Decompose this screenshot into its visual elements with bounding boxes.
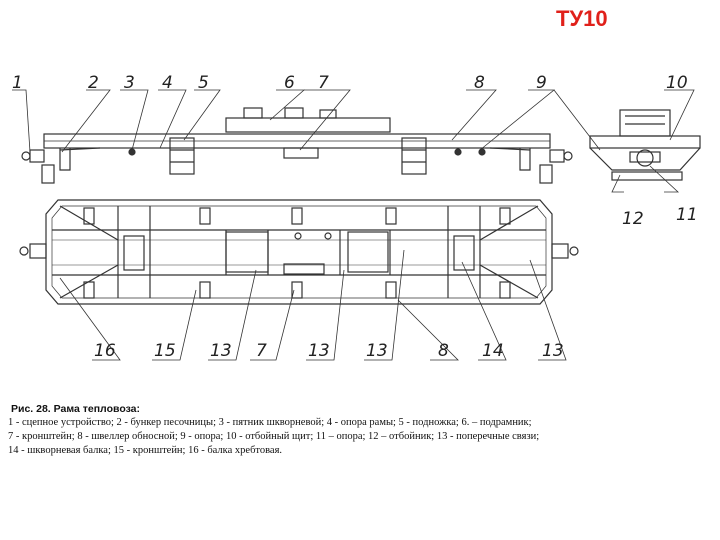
figure-caption: Рис. 28. Рама тепловоза: 1 - сцепное уст… [8, 402, 708, 458]
model-title: ТУ10 [556, 6, 608, 31]
callout-9: 9 [536, 73, 547, 93]
caption-title: Рис. 28. Рама тепловоза: [11, 403, 141, 415]
callout-6: 6 [284, 73, 295, 93]
plan-view [19, 199, 579, 305]
caption-line-3: 14 - шкворневая балка; 15 - кронштейн; 1… [8, 445, 283, 456]
callout-12: 12 [622, 209, 644, 229]
callout-16: 16 [94, 341, 116, 361]
callout-5: 5 [198, 73, 209, 93]
frame-drawing: 1 2 3 4 5 6 7 8 9 10 12 11 16 15 13 7 13… [12, 73, 701, 361]
callout-13b: 13 [308, 341, 330, 361]
callout-2: 2 [88, 73, 99, 93]
end-view [589, 109, 701, 181]
callout-3: 3 [124, 73, 135, 93]
side-view [21, 107, 573, 184]
callout-7b: 7 [256, 341, 267, 361]
callout-13c: 13 [366, 341, 388, 361]
callout-11: 11 [676, 205, 698, 225]
callout-10: 10 [666, 73, 688, 93]
caption-line-2: 7 - кронштейн; 8 - швеллер обносной; 9 -… [8, 431, 540, 442]
callout-8b: 8 [438, 341, 449, 361]
leader-lines [12, 89, 695, 361]
callout-1: 1 [12, 73, 23, 93]
callout-7: 7 [318, 73, 329, 93]
callout-15: 15 [154, 341, 176, 361]
callout-13d: 13 [542, 341, 564, 361]
callout-13a: 13 [210, 341, 232, 361]
callout-8: 8 [474, 73, 485, 93]
callout-4: 4 [162, 73, 173, 93]
callout-14: 14 [482, 341, 504, 361]
caption-line-1: 1 - сцепное устройство; 2 - бункер песоч… [8, 417, 532, 428]
